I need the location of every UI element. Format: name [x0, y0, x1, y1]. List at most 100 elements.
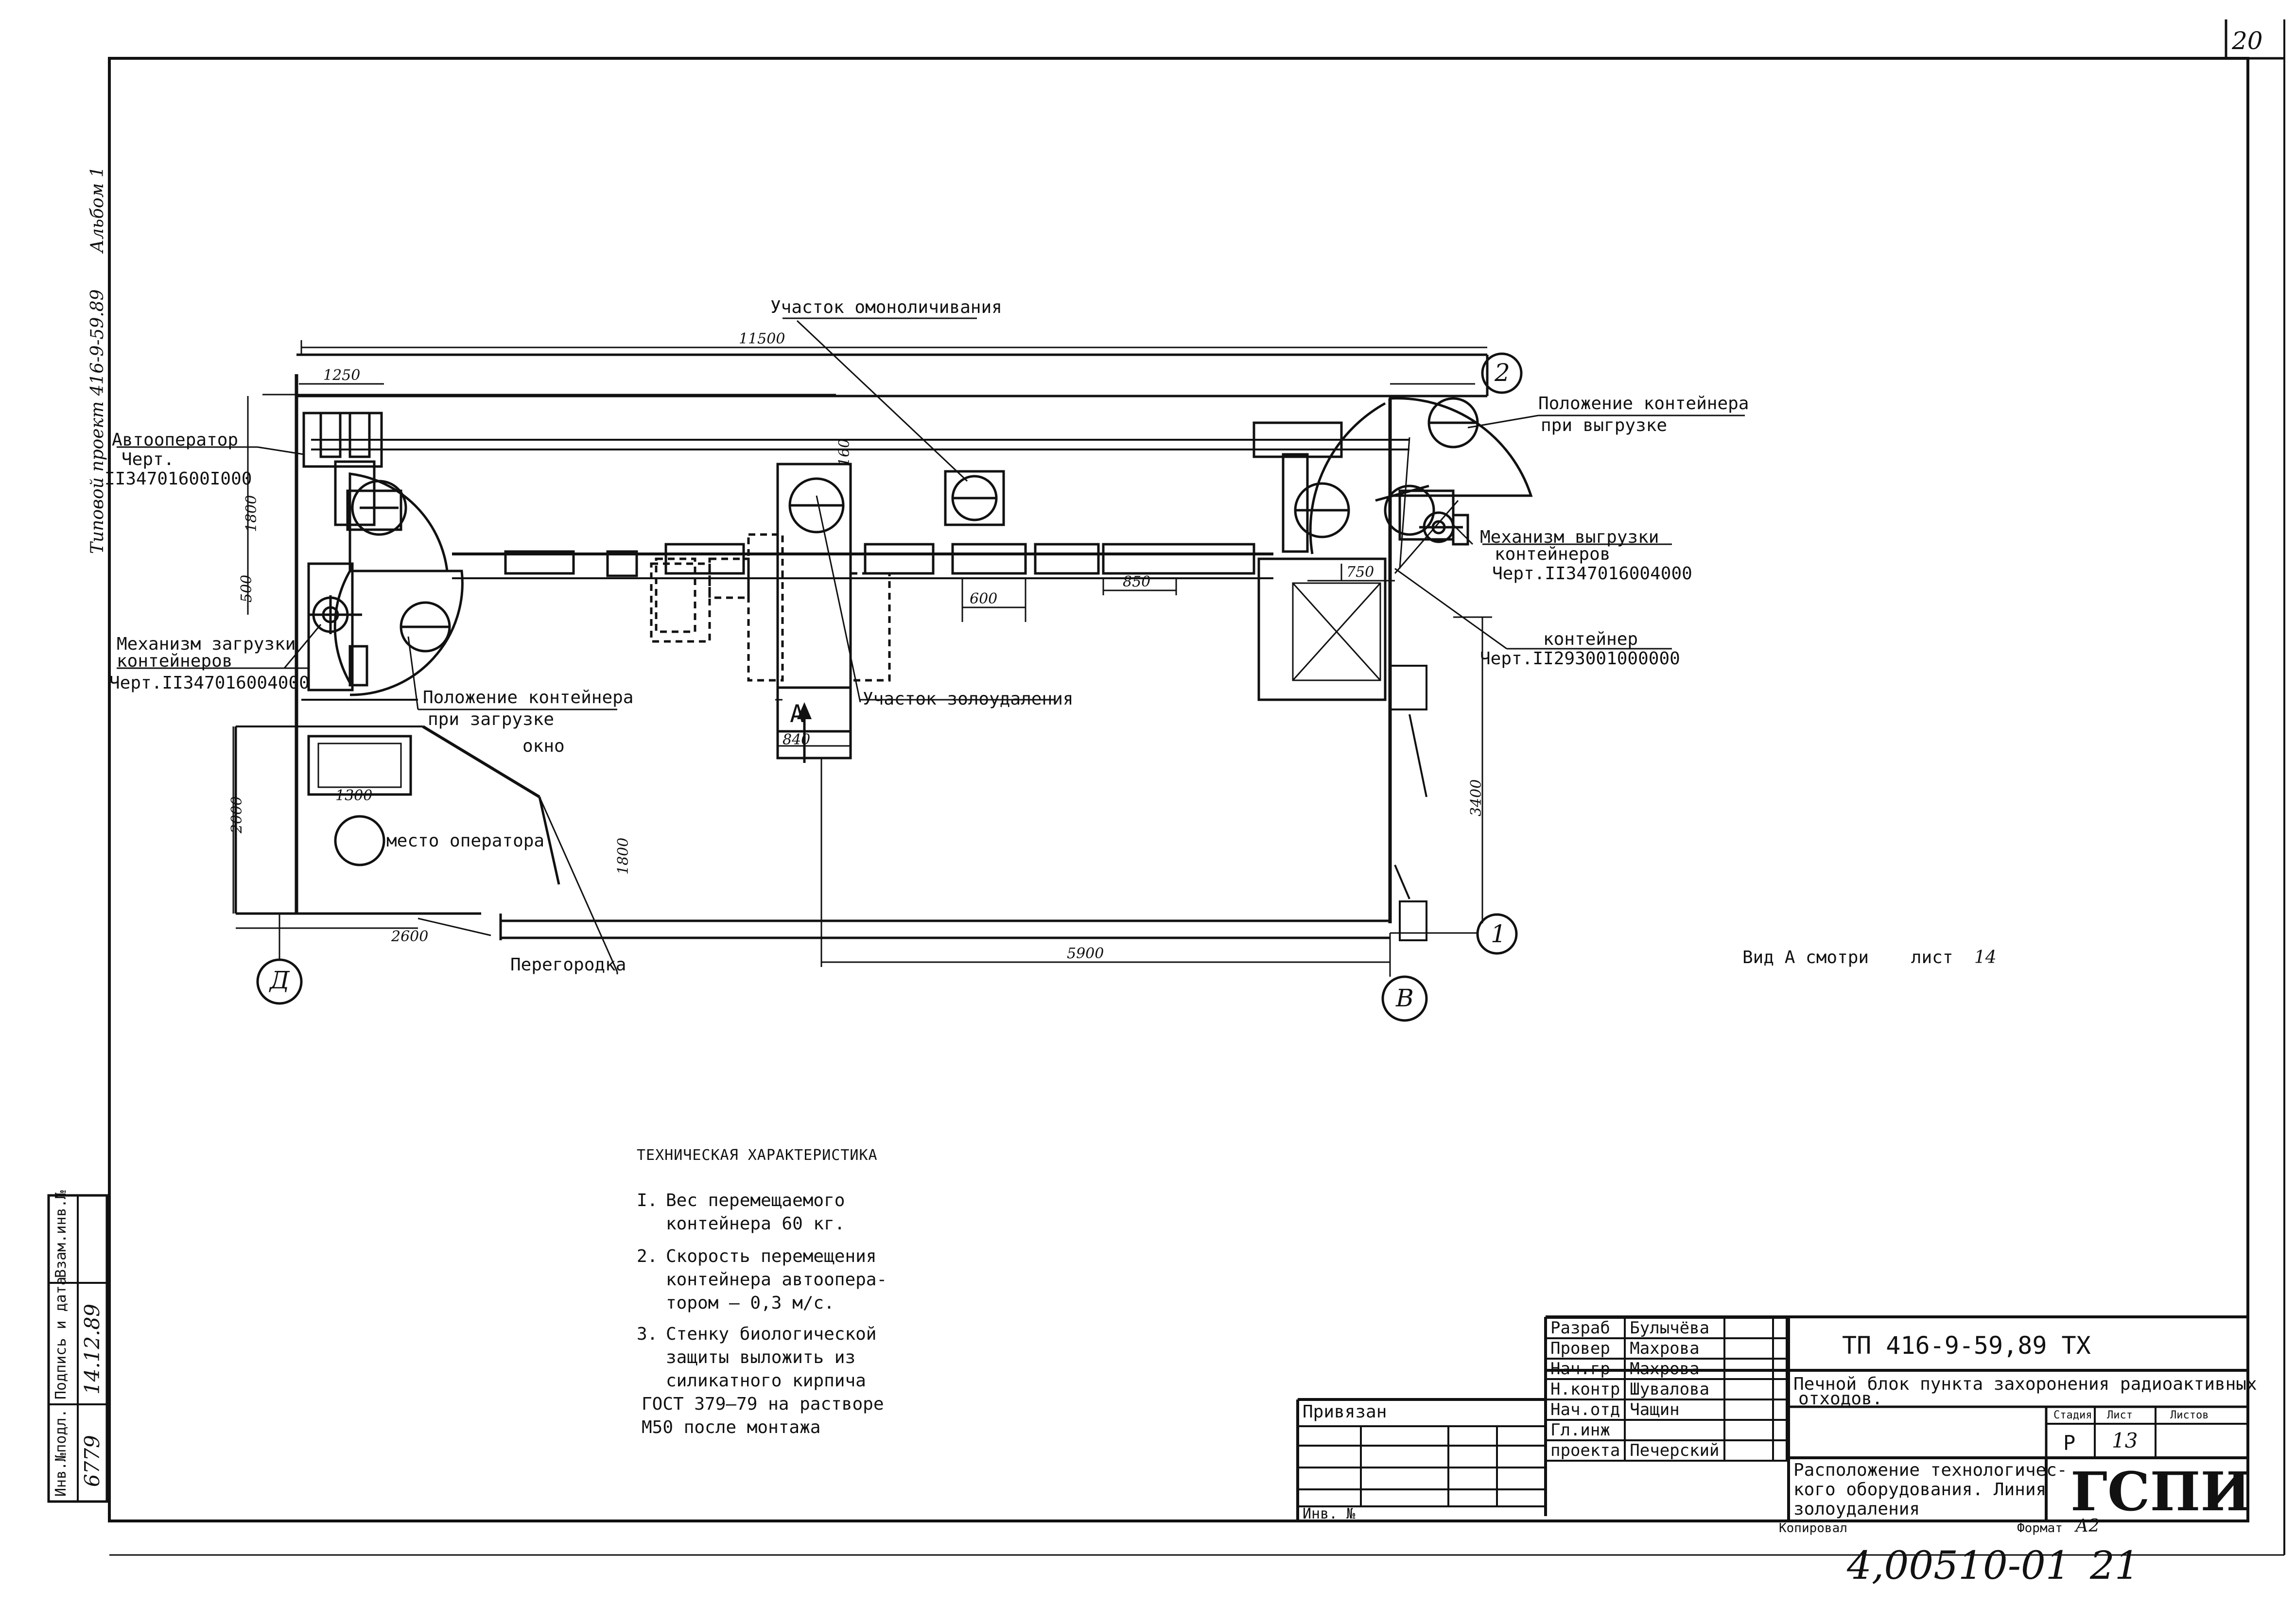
dimension-750: 750 — [1346, 564, 1374, 581]
axis-label-1: 1 — [1491, 920, 1506, 948]
approval-date — [1772, 1439, 1788, 1462]
loading-mechanism-drawing: Черт.II347016004000 — [109, 673, 310, 693]
drawing-title-line-2: кого оборудования. Линия — [1793, 1480, 2047, 1500]
inventory-number-label: Инв. № — [1303, 1505, 1356, 1522]
stamp-inv-label: Инв.№подл. — [52, 1409, 70, 1497]
approval-role: Гл.инж — [1544, 1419, 1626, 1441]
approval-date — [1772, 1399, 1788, 1421]
organization-name: ГСПИ — [2070, 1460, 2251, 1523]
view-a-sheet-label: лист — [1911, 948, 1953, 967]
format-label: Формат — [2017, 1521, 2063, 1536]
approval-name: Булычёва — [1624, 1317, 1725, 1339]
spec-item-2-line-1: Скорость перемещения — [666, 1246, 877, 1266]
approval-role: Разраб — [1544, 1317, 1626, 1339]
approval-name: Махрова — [1624, 1337, 1725, 1360]
dimension-840: 840 — [783, 731, 811, 748]
document-code: ТП 416-9-59,89 ТХ — [1842, 1331, 2091, 1360]
auto-operator-label: Автооператор — [112, 430, 239, 450]
operator-place-label: место оператора — [386, 831, 545, 851]
approval-signature — [1723, 1419, 1774, 1441]
axis-label-v: В — [1396, 984, 1414, 1012]
auto-operator-drawing-number: II34701600I000 — [104, 469, 252, 489]
unload-mechanism-label: Механизм выгрузки — [1480, 527, 1659, 547]
approval-name — [1624, 1419, 1725, 1441]
approval-signature — [1723, 1337, 1774, 1360]
approval-role: Провер — [1544, 1337, 1626, 1360]
dimension-2000: 2000 — [228, 796, 245, 833]
approval-date — [1772, 1337, 1788, 1360]
dimension-500: 500 — [238, 574, 255, 603]
spec-item-2-line-3: тором – 0,3 м/с. — [666, 1293, 835, 1313]
approval-name: Печерский — [1624, 1439, 1725, 1462]
approval-date — [1772, 1358, 1788, 1380]
spec-title: ТЕХНИЧЕСКАЯ ХАРАКТЕРИСТИКА — [637, 1147, 878, 1164]
approval-name: Чащин — [1624, 1399, 1725, 1421]
approval-name: Махрова — [1624, 1358, 1725, 1380]
approval-signature — [1723, 1317, 1774, 1339]
dimension-600: 600 — [970, 590, 998, 607]
copied-label: Копировал — [1779, 1521, 1847, 1536]
bottom-page-number: 21 — [2090, 1543, 2139, 1588]
spec-item-3-line-1: Стенку биологической — [666, 1324, 877, 1344]
dimension-2600: 2600 — [391, 928, 429, 945]
stage-value: Р — [2063, 1431, 2076, 1455]
container-drawing: Черт.II293001000000 — [1480, 649, 1680, 669]
unload-position-label-2: при выгрузке — [1541, 415, 1668, 435]
ash-area-label: Участок золоудаления — [863, 689, 1074, 709]
approval-signature — [1723, 1439, 1774, 1462]
spec-item-1-line-1: Вес перемещаемого — [666, 1191, 845, 1210]
view-a-sheet-number: 14 — [1974, 948, 1997, 967]
linked-label: Привязан — [1303, 1402, 1387, 1422]
object-name-line-1: Печной блок пункта захоронения радиоакти… — [1793, 1374, 2257, 1394]
dimension-11500: 11500 — [739, 330, 785, 347]
approval-date — [1772, 1419, 1788, 1441]
spec-item-2-line-2: контейнера автоопера- — [666, 1270, 887, 1290]
sheet-frame — [108, 57, 2249, 1522]
object-name-line-2: отходов. — [1798, 1389, 1883, 1409]
loading-mechanism-label-2: контейнеров — [117, 651, 233, 671]
axis-marker-1 — [1476, 913, 1518, 955]
loading-mechanism-label: Механизм загрузки — [117, 634, 296, 654]
approval-role: проекта — [1544, 1439, 1626, 1462]
dimension-3400: 3400 — [1468, 779, 1485, 816]
container-label: контейнер — [1543, 629, 1638, 649]
approval-name: Шувалова — [1624, 1378, 1725, 1400]
dimension-1250: 1250 — [323, 367, 361, 384]
dimension-1800-partition: 1800 — [615, 837, 632, 875]
stamp-sign-label: Подпись и дата — [52, 1277, 70, 1399]
sheet-label: Лист — [2107, 1409, 2133, 1421]
stage-label: Стадия — [2053, 1409, 2092, 1421]
sheet-value: 13 — [2112, 1429, 2138, 1452]
sheets-label: Листов — [2170, 1409, 2209, 1421]
spec-item-2-num: 2. — [637, 1246, 658, 1266]
axis-marker-v — [1381, 975, 1428, 1022]
unload-mechanism-drawing: Черт.II347016004000 — [1492, 564, 1692, 584]
view-a-reference: Вид А смотри лист 14 — [1742, 948, 1997, 967]
approval-signature — [1723, 1358, 1774, 1380]
dimension-1300: 1300 — [335, 787, 373, 804]
concreting-area-label: Участок омоноличивания — [770, 297, 1002, 317]
dimension-5900: 5900 — [1067, 945, 1104, 962]
partition-label: Перегородка — [510, 955, 626, 975]
spec-item-3-line-2: защиты выложить из — [666, 1347, 856, 1367]
dimension-850: 850 — [1123, 573, 1151, 590]
view-a-label: Вид А смотри — [1742, 948, 1869, 967]
approval-row: Гл.инж — [1544, 1419, 1788, 1441]
drawing-title-line-1: Расположение технологичес- — [1793, 1460, 2068, 1480]
axis-marker-2 — [1481, 352, 1523, 394]
format-value: А2 — [2075, 1516, 2100, 1536]
spec-item-3-line-4: ГОСТ 379–79 на растворе — [642, 1394, 884, 1414]
approval-role: Нач.гр — [1544, 1358, 1626, 1380]
album-label: Альбом 1 — [87, 166, 107, 253]
spec-item-3-num: 3. — [637, 1324, 658, 1344]
approval-date — [1772, 1317, 1788, 1339]
spec-item-1-num: I. — [637, 1191, 658, 1210]
drawing-title-line-3: золоудаления — [1793, 1499, 1920, 1519]
stamp-sign-value: 14.12.89 — [80, 1303, 104, 1395]
